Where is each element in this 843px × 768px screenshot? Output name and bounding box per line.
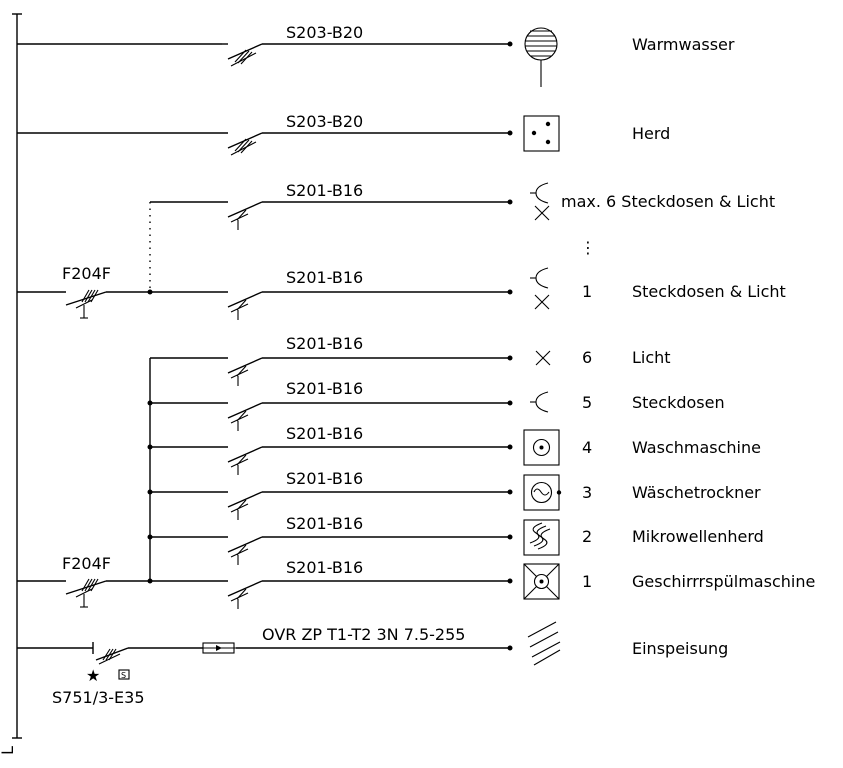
main-bus	[12, 13, 22, 739]
socket-icon	[530, 391, 549, 413]
load-number: 2	[582, 527, 592, 546]
load-label: Mikrowellenherd	[632, 527, 764, 546]
row-steckdosen: S201-B16 5 Steckdosen	[150, 379, 725, 431]
breaker-symbol	[230, 410, 249, 431]
load-label: max. 6 Steckdosen & Licht	[561, 192, 775, 211]
row-steckdosen-licht-1: S201-B16 1 Steckdosen & Licht	[150, 267, 786, 320]
socket-icon	[530, 267, 549, 289]
breaker-label: S203-B20	[286, 23, 363, 42]
socket-icon	[530, 182, 549, 204]
load-label: Steckdosen & Licht	[632, 282, 786, 301]
row-warmwasser: S203-B20 Warmwasser	[17, 23, 735, 87]
breaker-symbol	[230, 588, 249, 609]
row-herd: S203-B20 Herd	[17, 112, 670, 156]
breaker-symbol	[230, 138, 257, 156]
stove-icon	[523, 115, 560, 152]
row-licht: S201-B16 6 Licht	[150, 334, 671, 386]
load-number: 3	[582, 483, 592, 502]
load-number: 4	[582, 438, 592, 457]
row-waeschetrockner: S201-B16 3 Wäschetrockner	[150, 469, 761, 520]
dryer-icon	[523, 474, 562, 511]
load-number: 5	[582, 393, 592, 412]
breaker-label: S203-B20	[286, 112, 363, 131]
breaker-label: S201-B16	[286, 424, 363, 443]
light-icon	[535, 350, 551, 366]
load-label: Waschmaschine	[632, 438, 761, 457]
microwave-icon	[523, 519, 560, 556]
breaker-symbol	[230, 49, 257, 67]
load-label: Einspeisung	[632, 639, 728, 658]
rcd-upper: F204F	[17, 202, 153, 319]
breaker-symbol	[230, 499, 249, 520]
main-switch-label: S751/3-E35	[52, 688, 145, 707]
load-number: 1	[582, 572, 592, 591]
light-icon	[534, 205, 550, 221]
spd-label: OVR ZP T1-T2 3N 7.5-255	[262, 625, 465, 644]
load-label: Wäschetrockner	[632, 483, 761, 502]
bus-label: L	[0, 746, 17, 755]
ellipsis-marker: ⋮	[580, 238, 596, 257]
supply-icon	[527, 621, 561, 666]
breaker-label: S201-B16	[286, 379, 363, 398]
row-einspeisung: ★ S S751/3-E35 OVR ZP T1-T2 3N 7.5-255 E…	[17, 621, 728, 707]
breaker-label: S201-B16	[286, 181, 363, 200]
breaker-symbol	[230, 209, 249, 230]
rcd-label: F204F	[62, 264, 111, 283]
switch-marker-text: S	[121, 671, 126, 680]
washing-machine-icon	[523, 429, 560, 466]
breaker-symbol	[230, 544, 249, 565]
light-icon	[534, 294, 550, 310]
load-label: Herd	[632, 124, 670, 143]
breaker-symbol	[230, 299, 249, 320]
main-switch-symbol	[98, 648, 121, 665]
load-label: Geschirrrspülmaschine	[632, 572, 815, 591]
row-mikrowellenherd: S201-B16 2 Mikrowellenherd	[150, 514, 764, 565]
breaker-symbol	[230, 454, 249, 475]
row-steckdosen-licht-max: S201-B16 max. 6 Steckdosen & Licht	[150, 181, 775, 230]
rcd-symbol	[75, 289, 99, 319]
breaker-label: S201-B16	[286, 334, 363, 353]
load-label: Licht	[632, 348, 671, 367]
breaker-symbol	[230, 365, 249, 386]
breaker-label: S201-B16	[286, 469, 363, 488]
rcd-lower: F204F	[17, 358, 153, 608]
breaker-label: S201-B16	[286, 268, 363, 287]
surge-protector-icon	[200, 642, 236, 654]
load-number: 1	[582, 282, 592, 301]
breaker-label: S201-B16	[286, 558, 363, 577]
breaker-label: S201-B16	[286, 514, 363, 533]
load-label: Warmwasser	[632, 35, 735, 54]
row-geschirrspuelmaschine: S201-B16 1 Geschirrrspülmaschine	[150, 558, 815, 609]
star-icon: ★	[86, 666, 100, 685]
rcd-label: F204F	[62, 554, 111, 573]
load-label: Steckdosen	[632, 393, 725, 412]
load-number: 6	[582, 348, 592, 367]
dishwasher-icon	[523, 563, 560, 600]
water-heater-icon	[524, 27, 558, 87]
rcd-symbol	[75, 578, 99, 608]
row-waschmaschine: S201-B16 4 Waschmaschine	[150, 424, 761, 475]
switch-marker-box	[118, 669, 130, 680]
